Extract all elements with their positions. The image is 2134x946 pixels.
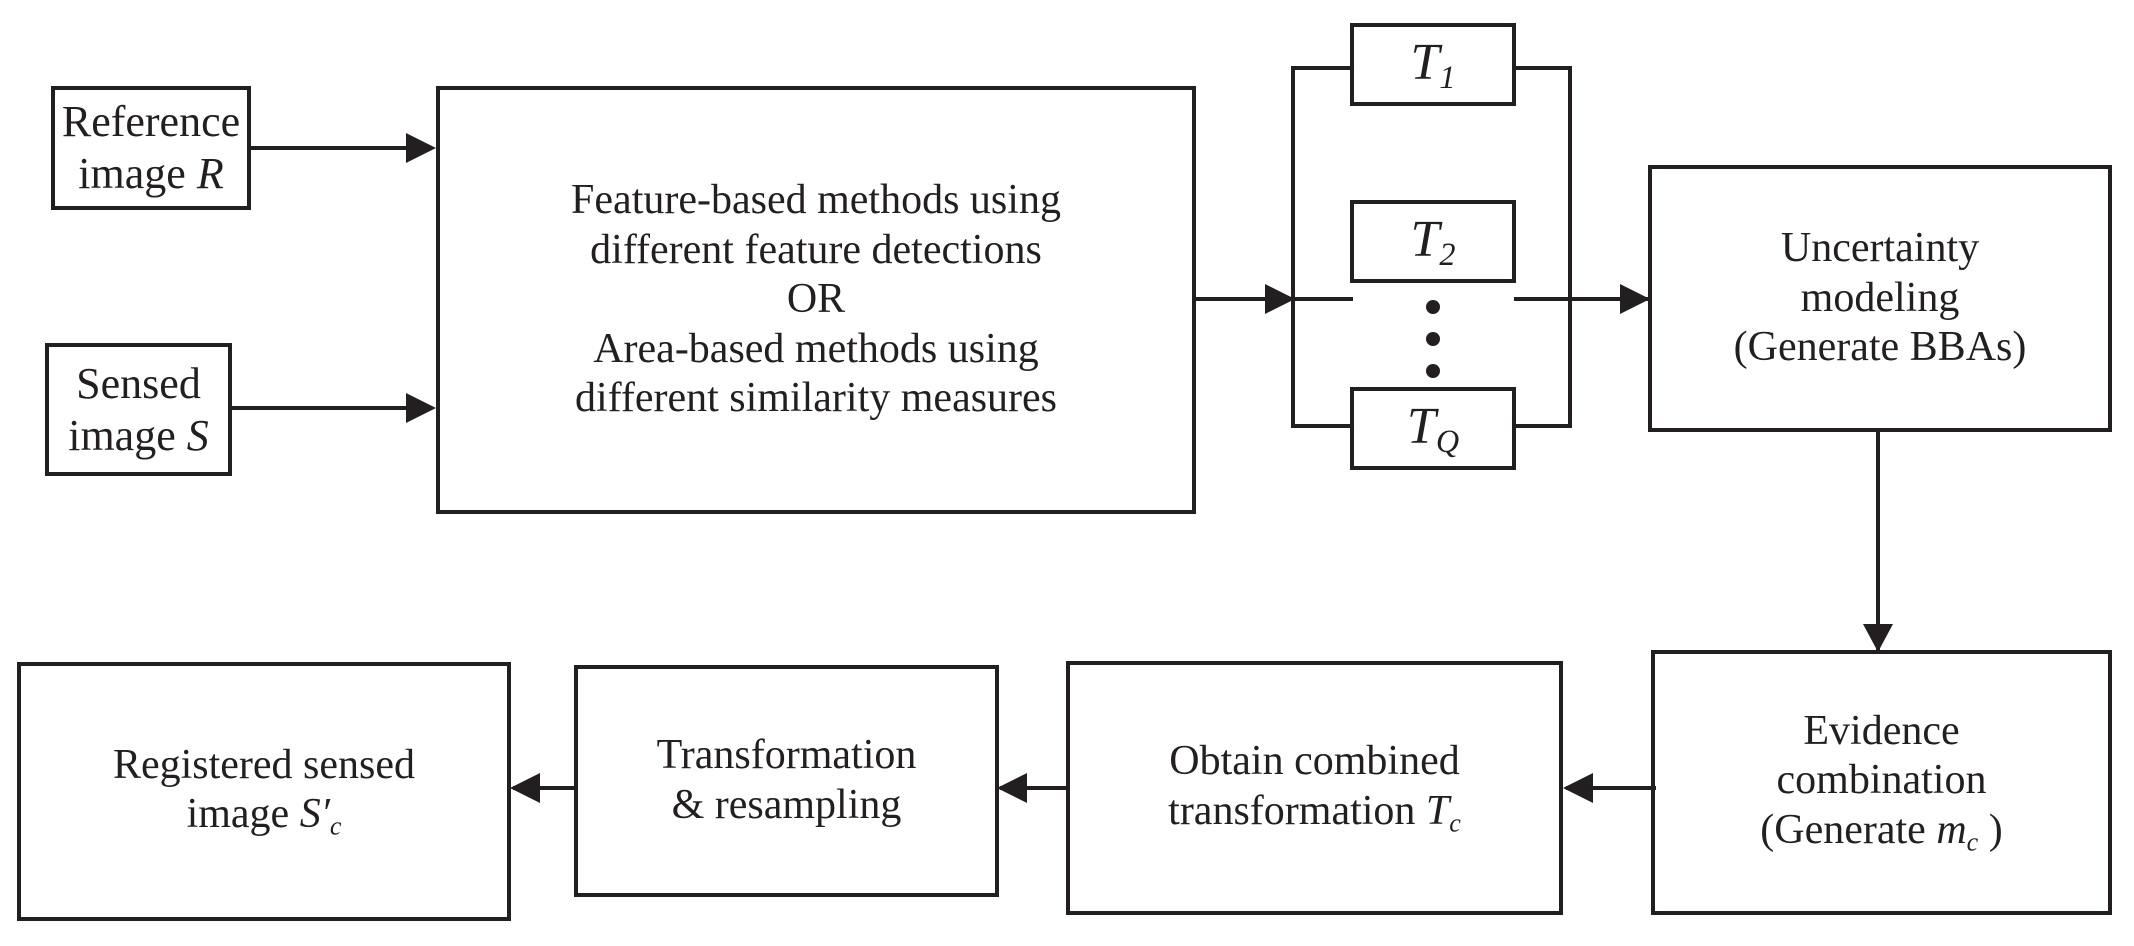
t1-label: T1 (1354, 32, 1512, 96)
tq-base: T (1406, 398, 1436, 456)
methods-text: Feature-based methods using different fe… (440, 176, 1192, 424)
arrowhead-evidence-to-combined (1563, 773, 1593, 803)
combined-transformation-line1: Obtain combined (1169, 738, 1460, 785)
reference-image-line1: Reference (61, 97, 241, 147)
t2-label: T2 (1354, 209, 1512, 273)
arrowhead-methods-to-transforms (1265, 284, 1295, 314)
arrowhead-transforms-to-uncertainty (1620, 284, 1650, 314)
transformation-resampling-line1: Transformation (656, 732, 917, 779)
node-transform-t2: T2 (1350, 200, 1516, 283)
registered-sensed-image-text: Registered sensed image S′c (21, 741, 507, 843)
node-transformation-resampling: Transformation & resampling (574, 665, 999, 897)
registered-sensed-image-line1: Registered sensed (112, 741, 416, 788)
ellipsis-dot (1426, 332, 1440, 346)
methods-line4: Area-based methods using (593, 325, 1039, 372)
ellipsis-dot (1426, 300, 1440, 314)
registered-sensed-image-symbol: S (299, 791, 321, 838)
connector-methods-to-transforms (1196, 297, 1326, 301)
registered-sensed-image-prime: ′ (320, 791, 330, 838)
evidence-text: Evidence combination (Generate mc ) (1655, 707, 2108, 858)
sensed-image-text: Sensed image S (49, 358, 228, 462)
t1-sub: 1 (1439, 59, 1456, 96)
bracket-left-stub-t2 (1291, 297, 1353, 301)
evidence-symbol-sub: c (1966, 827, 1979, 857)
connector-transforms-to-uncertainty (1568, 297, 1652, 301)
t1-base: T (1410, 34, 1440, 92)
node-evidence-combination: Evidence combination (Generate mc ) (1651, 650, 2112, 915)
combined-transformation-symbol-sub: c (1449, 808, 1461, 838)
reference-image-symbol: R (196, 149, 224, 198)
arrowhead-uncertainty-to-evidence (1863, 624, 1893, 652)
connector-sensed-to-methods (232, 406, 406, 410)
node-combined-transformation: Obtain combined transformation Tc (1066, 661, 1563, 915)
node-sensed-image: Sensed image S (45, 343, 232, 476)
transformation-resampling-text: Transformation & resampling (578, 731, 995, 830)
bracket-right-stub-tq (1514, 424, 1572, 428)
uncertainty-text: Uncertainty modeling (Generate BBAs) (1652, 224, 2108, 373)
sensed-image-line2: image (68, 410, 176, 460)
bracket-left-stub-tq (1291, 424, 1353, 428)
node-registered-sensed-image: Registered sensed image S′c (17, 662, 511, 921)
connector-uncertainty-to-evidence (1876, 432, 1880, 654)
evidence-line3-post: ) (1988, 807, 2003, 854)
evidence-line2: combination (1776, 757, 1987, 804)
methods-line2: different feature detections (590, 226, 1042, 273)
registered-sensed-image-line2: image (186, 791, 290, 838)
registered-sensed-image-sub: c (329, 811, 342, 841)
node-methods: Feature-based methods using different fe… (436, 86, 1196, 514)
bracket-right-spine (1568, 66, 1572, 428)
connector-transformation-to-registered (513, 786, 577, 790)
node-transform-t1: T1 (1350, 23, 1516, 106)
node-reference-image: Reference image R (51, 86, 251, 210)
vertical-ellipsis-icon (1426, 300, 1440, 378)
arrowhead-sensed-to-methods (406, 393, 436, 423)
methods-line1: Feature-based methods using (571, 177, 1061, 224)
bracket-right-stub-t1 (1514, 66, 1572, 70)
node-transform-tq: TQ (1350, 387, 1516, 470)
uncertainty-line2: modeling (1800, 274, 1960, 321)
uncertainty-line3: (Generate BBAs) (1733, 324, 2027, 371)
bracket-left-spine (1291, 66, 1295, 428)
evidence-symbol: m (1936, 807, 1967, 854)
t2-base: T (1410, 211, 1440, 269)
t2-sub: 2 (1439, 236, 1456, 273)
reference-image-line2: image (78, 149, 186, 198)
methods-line5: different similarity measures (574, 375, 1058, 422)
arrowhead-combined-to-transformation (997, 773, 1027, 803)
tq-label: TQ (1354, 396, 1512, 460)
sensed-image-symbol: S (186, 410, 209, 460)
combined-transformation-symbol: T (1425, 787, 1450, 834)
arrowhead-transformation-to-registered (510, 773, 540, 803)
evidence-line3-pre: (Generate (1760, 807, 1926, 854)
node-uncertainty-modeling: Uncertainty modeling (Generate BBAs) (1648, 165, 2112, 432)
arrowhead-reference-to-methods (406, 133, 436, 163)
combined-transformation-text: Obtain combined transformation Tc (1070, 737, 1559, 839)
evidence-line1: Evidence (1803, 707, 1960, 754)
sensed-image-line1: Sensed (76, 358, 201, 408)
combined-transformation-line2: transformation (1168, 787, 1416, 834)
bracket-right-stub-t2 (1514, 297, 1572, 301)
tq-sub: Q (1435, 423, 1460, 460)
connector-evidence-to-combined (1566, 786, 1656, 790)
ellipsis-dot (1426, 364, 1440, 378)
connector-reference-to-methods (251, 146, 406, 150)
methods-line3-or: OR (786, 276, 846, 323)
reference-image-text: Reference image R (54, 96, 248, 200)
transformation-resampling-line2: & resampling (671, 782, 902, 828)
uncertainty-line1: Uncertainty (1780, 225, 1980, 272)
bracket-left-stub-t1 (1291, 66, 1353, 70)
connector-combined-to-transformation (1000, 786, 1070, 790)
